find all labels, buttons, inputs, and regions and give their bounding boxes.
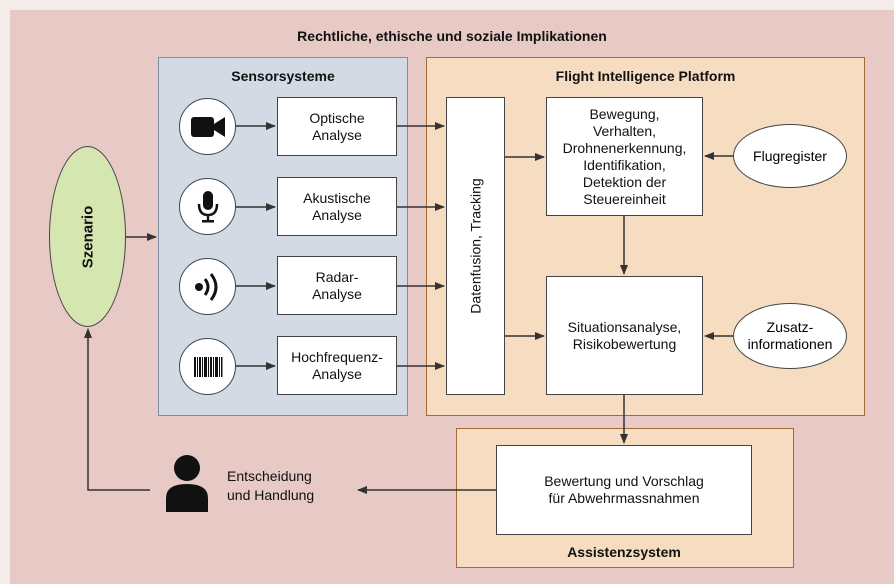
additional-info-oval: Zusatz- informationen	[733, 303, 847, 369]
assistance-panel-title: Assistenzsystem	[567, 544, 681, 560]
scenario-ellipse: Szenario	[49, 146, 126, 327]
optical-analysis-box: Optische Analyse	[277, 97, 397, 156]
person-icon	[163, 452, 211, 512]
movement-identification-box: Bewegung, Verhalten, Drohnenerkennung, I…	[546, 97, 703, 216]
situation-analysis-box: Situationsanalyse, Risikobewertung	[546, 276, 703, 395]
diagram-title: Rechtliche, ethische und soziale Implika…	[297, 28, 607, 44]
microphone-icon	[179, 178, 236, 235]
sensor-panel-title: Sensorsysteme	[231, 68, 335, 84]
flight-register-oval: Flugregister	[733, 124, 847, 188]
radio-waves-icon	[179, 258, 236, 315]
decision-label: Entscheidung und Handlung	[227, 468, 315, 503]
platform-panel-title: Flight Intelligence Platform	[555, 68, 736, 84]
acoustic-analysis-box: Akustische Analyse	[277, 177, 397, 236]
radar-analysis-box: Radar- Analyse	[277, 256, 397, 315]
countermeasure-recommendation-box: Bewertung und Vorschlag für Abwehrmassna…	[496, 445, 752, 535]
rf-analysis-box: Hochfrequenz- Analyse	[277, 336, 397, 395]
barcode-icon	[179, 338, 236, 395]
data-fusion-box: Datenfusion, Tracking	[446, 97, 505, 395]
video-camera-icon	[179, 98, 236, 155]
